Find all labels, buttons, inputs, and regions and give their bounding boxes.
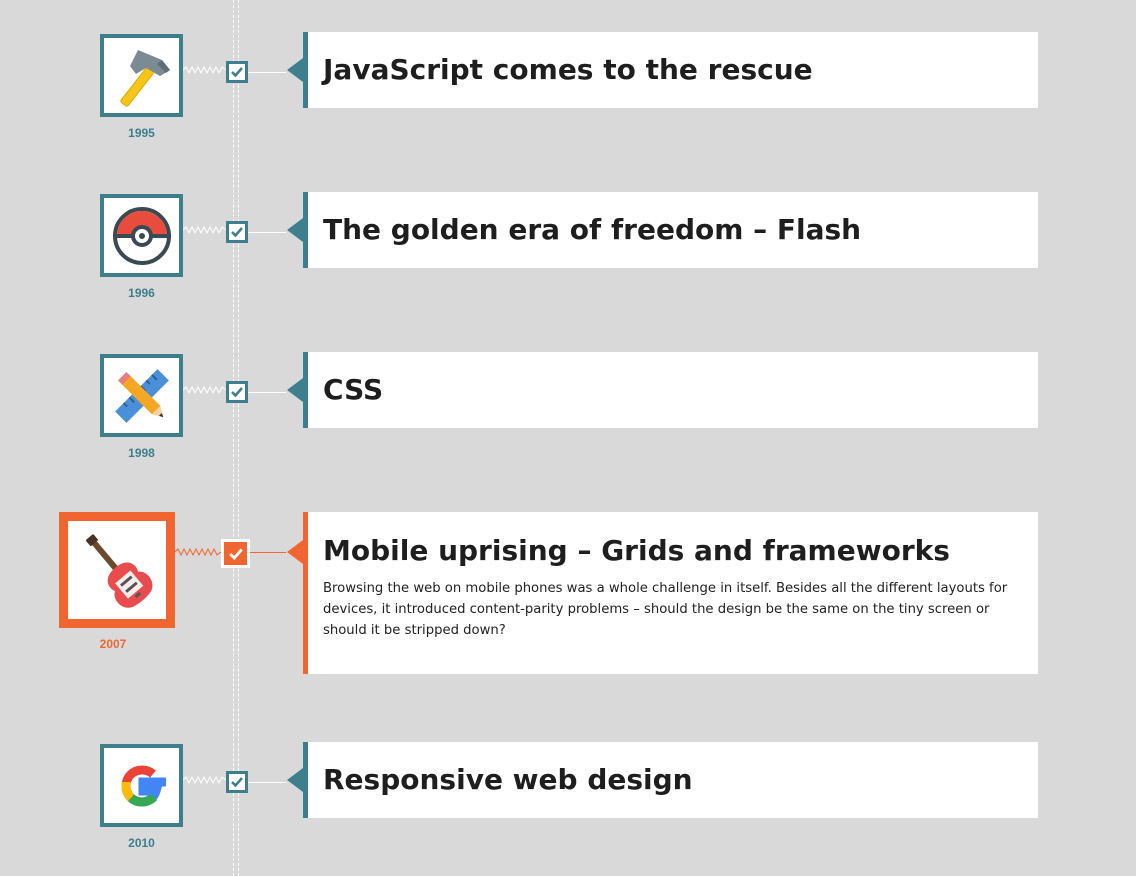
check-icon xyxy=(231,67,243,78)
check-icon xyxy=(231,387,243,398)
pencil-ruler-icon xyxy=(100,354,183,437)
connector-line xyxy=(248,782,286,783)
checkbox[interactable] xyxy=(221,539,250,568)
timeline-card[interactable]: Mobile uprising – Grids and frameworks B… xyxy=(287,512,1038,674)
year-label: 2010 xyxy=(128,836,155,850)
year-label: 1996 xyxy=(128,286,155,300)
guitar-icon xyxy=(59,512,175,628)
hammer-icon xyxy=(100,34,183,117)
check-icon xyxy=(228,547,243,560)
timeline-card[interactable]: JavaScript comes to the rescue xyxy=(287,32,1038,108)
card-pointer xyxy=(287,768,303,792)
wavy-connector xyxy=(183,775,226,785)
card-title: JavaScript comes to the rescue xyxy=(323,53,813,86)
check-icon xyxy=(231,777,243,788)
timeline-axis xyxy=(233,0,239,876)
card-pointer xyxy=(287,378,303,402)
checkbox[interactable] xyxy=(226,221,248,243)
connector-line xyxy=(248,232,286,233)
card-pointer xyxy=(287,540,303,564)
pokeball-icon xyxy=(100,194,183,277)
wavy-connector xyxy=(183,65,226,75)
card-pointer xyxy=(287,58,303,82)
card-description: Browsing the web on mobile phones was a … xyxy=(323,581,1008,638)
card-title: Responsive web design xyxy=(323,763,693,796)
year-label: 1998 xyxy=(128,446,155,460)
google-icon xyxy=(100,744,183,827)
card-title: The golden era of freedom – Flash xyxy=(323,213,862,246)
card-pointer xyxy=(287,218,303,242)
timeline-card[interactable]: The golden era of freedom – Flash xyxy=(287,192,1038,268)
connector-line xyxy=(250,552,286,553)
checkbox[interactable] xyxy=(226,381,248,403)
check-icon xyxy=(231,227,243,238)
wavy-connector xyxy=(183,225,226,235)
checkbox[interactable] xyxy=(226,771,248,793)
checkbox[interactable] xyxy=(226,61,248,83)
year-label: 1995 xyxy=(128,126,155,140)
wavy-connector xyxy=(183,385,226,395)
card-title: Mobile uprising – Grids and frameworks xyxy=(323,534,950,567)
timeline-card[interactable]: Responsive web design xyxy=(287,742,1038,818)
wavy-connector xyxy=(175,547,221,557)
connector-line xyxy=(248,392,286,393)
card-title: CSS xyxy=(323,373,384,406)
timeline-card[interactable]: CSS xyxy=(287,352,1038,428)
year-label: 2007 xyxy=(99,637,127,651)
connector-line xyxy=(248,72,286,73)
